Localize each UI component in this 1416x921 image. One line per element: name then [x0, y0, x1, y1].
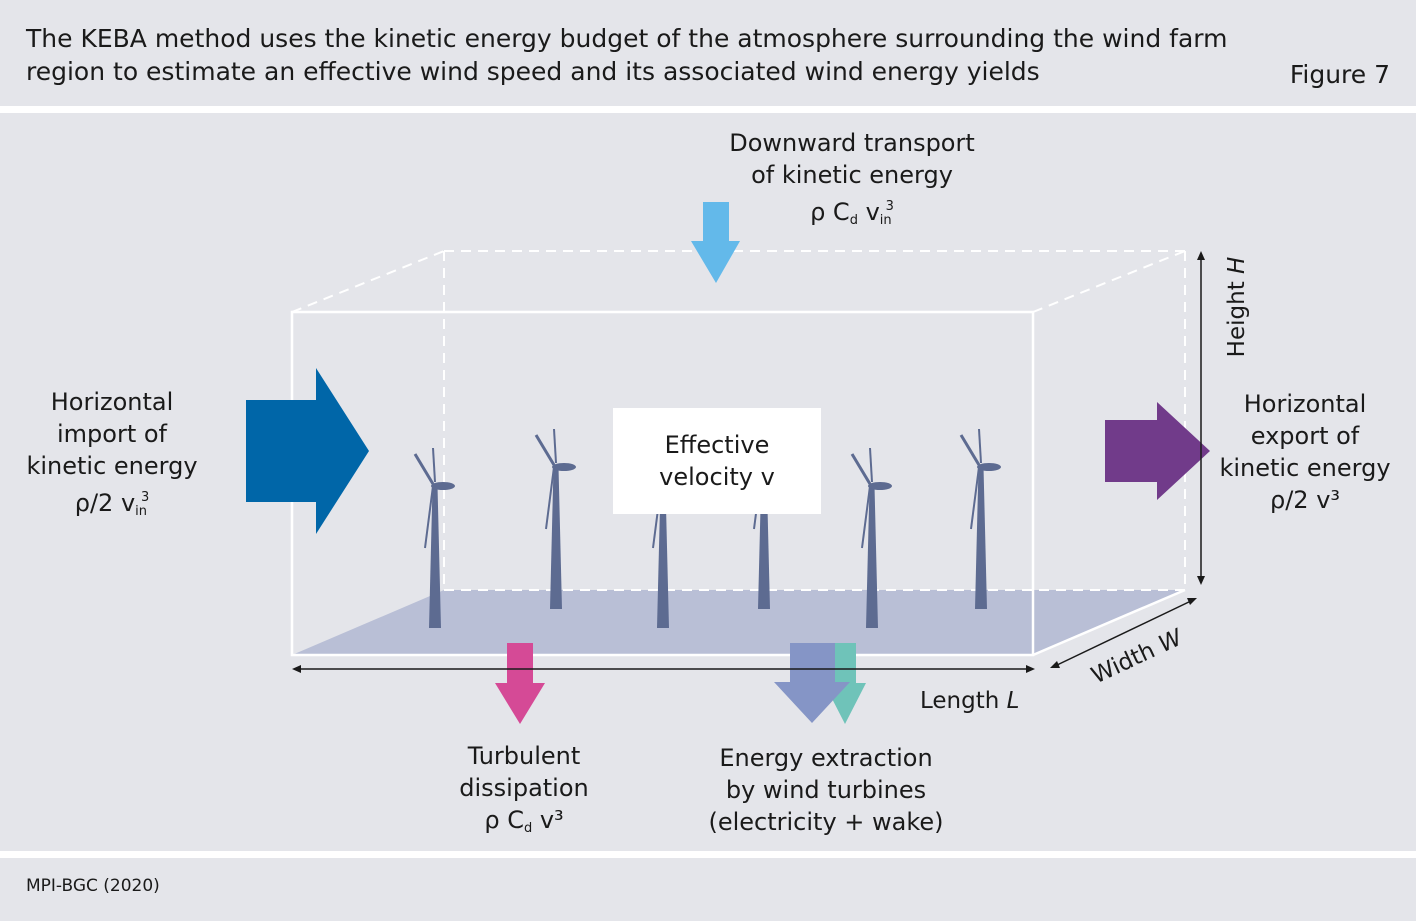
- figure-number: Figure 7: [1289, 60, 1390, 89]
- import-line-2: import of: [56, 420, 167, 448]
- downward-transport-label: Downward transport of kinetic energy ρ C…: [702, 127, 1002, 237]
- effective-velocity-box: Effective velocity v: [613, 408, 821, 514]
- extraction-line-2: by wind turbines: [725, 776, 927, 804]
- extraction-line-1: Energy extraction: [719, 744, 933, 772]
- length-label-var: L: [1006, 688, 1020, 714]
- wind-turbine: [850, 447, 892, 628]
- height-label: Height H: [1224, 257, 1250, 358]
- dissipation-arrow: [495, 643, 545, 724]
- figure-caption: The KEBA method uses the kinetic energy …: [26, 22, 1227, 88]
- export-line-1: Horizontal: [1243, 390, 1367, 418]
- export-arrow: [1105, 402, 1210, 500]
- effective-line-2: velocity v: [659, 463, 775, 491]
- downward-formula-main: ρ C: [810, 198, 850, 226]
- dissipation-formula-main: ρ C: [484, 806, 524, 834]
- footer-band: [0, 858, 1416, 921]
- turbulent-dissipation-label: Turbulent dissipation ρ Cd v³: [424, 740, 624, 845]
- import-formula-main: ρ/2 v: [74, 489, 136, 517]
- export-line-2: export of: [1250, 422, 1360, 450]
- downward-line-1: Downward transport: [729, 129, 975, 157]
- import-formula-sub: in: [135, 504, 147, 519]
- import-formula-sup: 3: [141, 490, 150, 505]
- dissipation-formula-end: v³: [532, 806, 564, 834]
- extraction-arrow: [774, 643, 850, 723]
- downward-line-2: of kinetic energy: [751, 161, 953, 189]
- length-label-text: Length: [920, 688, 1007, 714]
- export-formula: ρ/2 v³: [1269, 486, 1341, 514]
- header-band: [0, 0, 1416, 106]
- caption-line-2: region to estimate an effective wind spe…: [26, 57, 1040, 86]
- dissipation-formula: ρ Cd v³: [424, 804, 624, 845]
- wind-turbine: [534, 428, 576, 609]
- wind-turbine: [959, 428, 1001, 609]
- downward-formula-v: v: [857, 198, 880, 226]
- downward-formula-sup: 3: [885, 199, 894, 214]
- box-back-edges: [291, 250, 1186, 591]
- import-arrow: [246, 368, 369, 534]
- ground-plane: [292, 590, 1185, 655]
- horizontal-import-label: Horizontal import of kinetic energy ρ/2 …: [12, 386, 212, 528]
- downward-formula-sub-d: d: [849, 213, 858, 228]
- dissipation-line-2: dissipation: [459, 774, 589, 802]
- import-line-1: Horizontal: [50, 388, 174, 416]
- import-line-3: kinetic energy: [26, 452, 198, 480]
- export-line-3: kinetic energy: [1219, 454, 1391, 482]
- energy-extraction-label: Energy extraction by wind turbines (elec…: [676, 742, 976, 838]
- height-label-var: H: [1224, 256, 1250, 274]
- wind-turbine: [413, 447, 455, 628]
- length-label: Length L: [920, 688, 1019, 714]
- dissipation-formula-sub: d: [523, 821, 533, 836]
- effective-line-1: Effective: [664, 431, 770, 459]
- downward-arrow: [691, 202, 740, 283]
- source-credit: MPI-BGC (2020): [26, 876, 160, 896]
- dissipation-line-1: Turbulent: [467, 742, 581, 770]
- extraction-line-3: (electricity + wake): [708, 808, 944, 836]
- dimension-lines: [292, 251, 1205, 673]
- import-formula: ρ/2 vin3: [12, 482, 212, 528]
- downward-formula: ρ Cd vin3: [702, 191, 1002, 237]
- caption-line-1: The KEBA method uses the kinetic energy …: [26, 24, 1228, 53]
- height-label-text: Height: [1224, 273, 1250, 358]
- downward-formula-sub-in: in: [879, 213, 892, 228]
- horizontal-export-label: Horizontal export of kinetic energy ρ/2 …: [1205, 388, 1405, 516]
